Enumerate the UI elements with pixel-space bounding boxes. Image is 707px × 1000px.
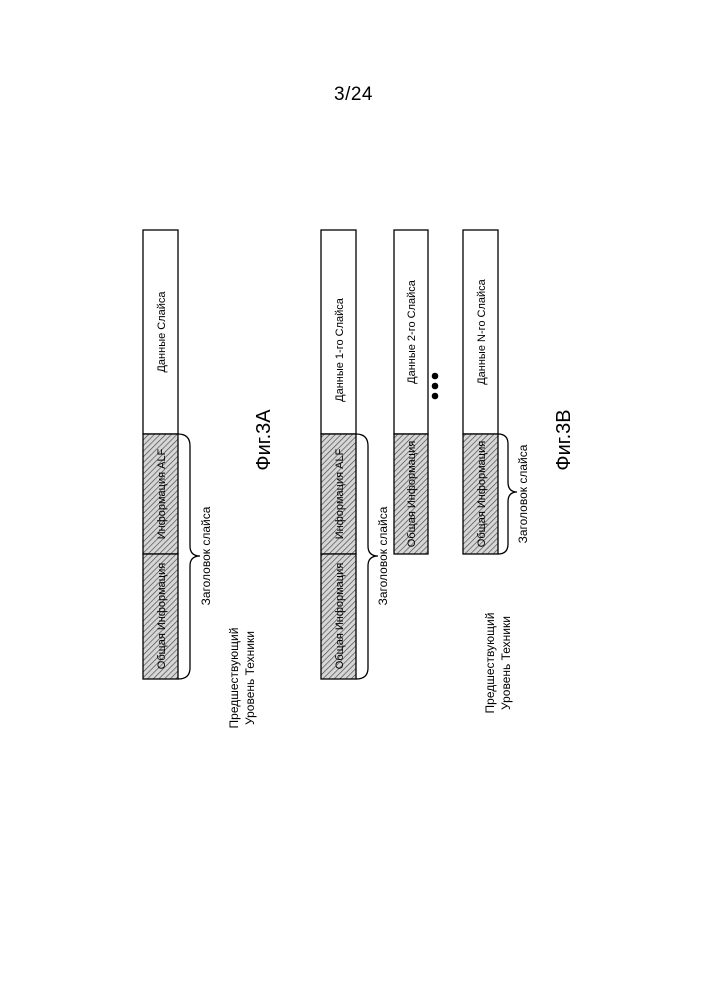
general-info-label: Общая Информация	[406, 441, 418, 547]
general-info-label: Общая Информация	[334, 563, 346, 669]
figure-3b: Данные 1-го Слайса Информация ALF Общая …	[321, 230, 575, 713]
general-info-label: Общая Информация	[476, 441, 488, 547]
alf-info-label: Информация ALF	[334, 448, 346, 539]
prior-art-line1: Предшествующий	[227, 628, 241, 729]
slice-header-brace	[356, 434, 378, 679]
slice-n-bar: Данные N-го Слайса Общая Информация Заго…	[463, 230, 530, 554]
slice-data-label: Данные 1-го Слайса	[334, 297, 346, 402]
slice-1-bar: Данные 1-го Слайса Информация ALF Общая …	[321, 230, 390, 679]
slice-data-label: Данные N-го Слайса	[476, 278, 488, 384]
figure-3a: Данные Слайса Информация ALF Общая Инфор…	[143, 230, 275, 728]
slice-data-label: Данные Слайса	[156, 291, 168, 373]
slice-data-label: Данные 2-го Слайса	[406, 279, 418, 384]
ellipsis-dots	[432, 373, 439, 400]
general-info-label: Общая Информация	[156, 563, 168, 669]
prior-art-line1: Предшествующий	[483, 613, 497, 714]
prior-art-line2: Уровень Техники	[499, 616, 513, 710]
slice-header-label: Заголовок слайса	[199, 506, 213, 605]
alf-info-label: Информация ALF	[156, 448, 168, 539]
prior-art-line2: Уровень Техники	[243, 631, 257, 725]
figure-caption: Фиг.3A	[253, 409, 275, 471]
slice-header-brace	[178, 434, 200, 679]
slice-header-label: Заголовок слайса	[516, 444, 530, 543]
slice-2-bar: Данные 2-го Слайса Общая Информация	[394, 230, 428, 554]
slice-header-label: Заголовок слайса	[376, 506, 390, 605]
figure-caption: Фиг.3B	[553, 409, 575, 470]
slice-header-brace	[498, 434, 517, 554]
